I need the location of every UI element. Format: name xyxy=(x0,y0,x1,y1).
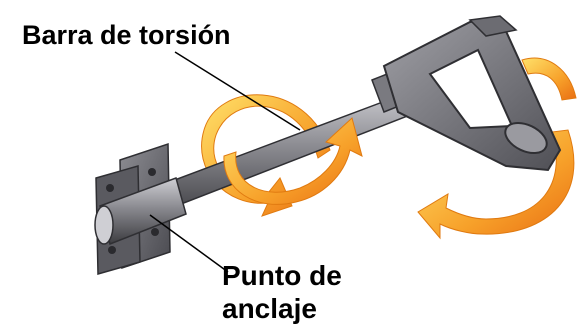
torsion-bar-label: Barra de torsión xyxy=(22,20,231,50)
leader-line-anchor xyxy=(149,214,229,273)
ball-joint xyxy=(504,121,548,155)
bar-end-cap xyxy=(94,205,114,245)
leader-line-torsion-bar xyxy=(174,51,301,131)
rotation-arrow-icon xyxy=(417,57,577,240)
bolt-hole xyxy=(151,228,159,236)
bolt-hole xyxy=(148,168,156,176)
bolt-hole xyxy=(106,184,114,192)
anchor-point-label-line1: Punto de xyxy=(222,260,342,291)
rotation-arrow-icon xyxy=(223,117,363,205)
anchor-point-label-line2: anclaje xyxy=(222,293,317,324)
suspension-arm xyxy=(382,15,562,172)
bolt-hole xyxy=(108,246,116,254)
